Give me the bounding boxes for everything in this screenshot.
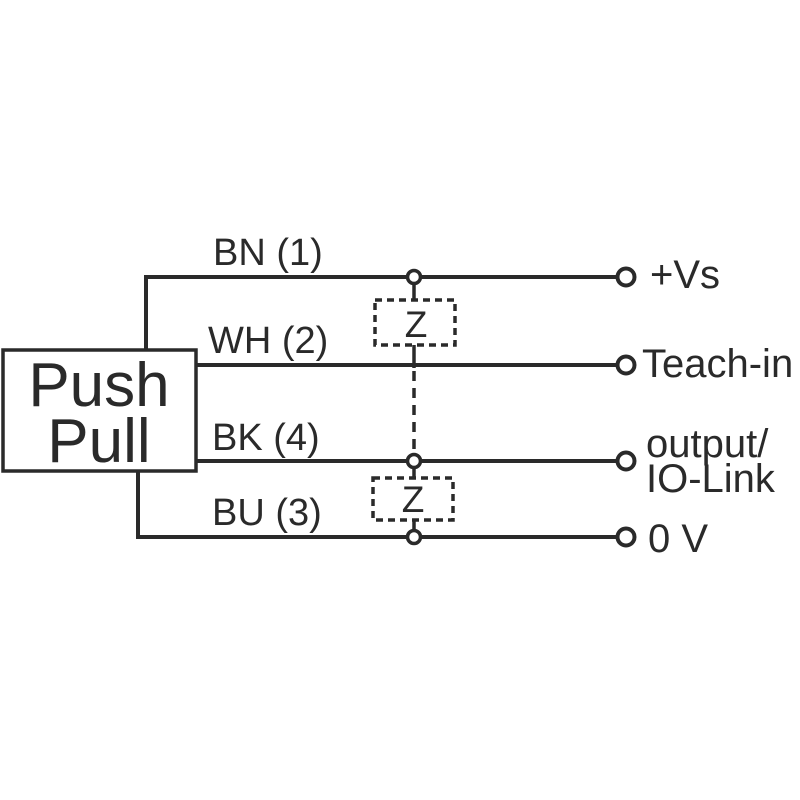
terminal-circle-vs: [615, 266, 637, 288]
terminal-circle-0v: [615, 526, 637, 548]
terminal-label-output-line1: output/: [646, 422, 769, 466]
junction-dot-bu: [405, 528, 423, 546]
wire-label-bn: BN (1): [213, 232, 323, 274]
wire-label-wh: WH (2): [208, 320, 328, 362]
z-diode-label-top: Z: [405, 304, 428, 345]
z-diode-box-top: [373, 298, 457, 347]
junction-dot-bn: [405, 268, 423, 286]
device-label-line1: Push: [28, 351, 169, 420]
wire-bu: [136, 471, 617, 539]
z-diode-box-bottom: [371, 476, 455, 522]
terminal-circle-teach-in: [615, 354, 637, 376]
device-box: [1, 348, 198, 473]
terminal-label-0v: 0 V: [648, 517, 708, 561]
wire-label-bk: BK (4): [212, 417, 320, 459]
terminal-label-output-line2: IO-Link: [646, 457, 776, 501]
terminal-label-teach-in: Teach-in: [642, 342, 793, 386]
wire-bn: [144, 275, 616, 351]
terminal-label-vs: +Vs: [650, 253, 720, 297]
terminal-circle-output: [615, 450, 637, 472]
z-diode-label-bottom: Z: [402, 479, 425, 520]
device-label-line2: Pull: [47, 407, 150, 476]
junction-dot-bk: [405, 452, 423, 470]
wire-label-bu: BU (3): [212, 492, 322, 534]
